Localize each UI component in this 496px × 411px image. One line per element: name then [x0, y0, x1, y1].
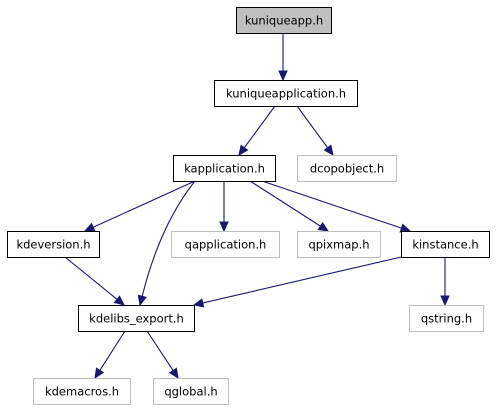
- edge-kuniqueapplication-to-dcopobject: [296, 105, 334, 156]
- edge-kapplication-to-kinstance: [261, 180, 412, 233]
- node-kdeversion[interactable]: kdeversion.h: [7, 231, 100, 258]
- edge-kdelibs_export-to-qglobal: [146, 330, 179, 380]
- node-box: [409, 305, 484, 332]
- node-kuniqueapplication[interactable]: kuniqueapplication.h: [214, 80, 358, 107]
- node-qpixmap[interactable]: qpixmap.h: [297, 231, 381, 258]
- edge-line: [296, 105, 329, 149]
- node-label: kinstance.h: [412, 238, 478, 252]
- nodes-layer: kuniqueapp.h kuniqueapplication.h kapplica…: [7, 7, 490, 405]
- arrowhead-icon: [238, 144, 249, 156]
- arrowhead-icon: [399, 223, 412, 233]
- node-box: [297, 155, 397, 182]
- node-label: qapplication.h: [185, 238, 267, 252]
- node-box: [171, 231, 280, 258]
- node-label: qstring.h: [421, 312, 472, 326]
- arrowhead-icon: [113, 295, 125, 306]
- node-box: [173, 155, 276, 182]
- edge-line: [261, 180, 402, 229]
- node-box: [214, 80, 358, 107]
- node-box: [7, 231, 100, 258]
- edge-line: [243, 105, 276, 149]
- node-dcopobject[interactable]: dcopobject.h: [297, 155, 397, 182]
- edge-kinstance-to-kdelibs_export: [192, 254, 411, 308]
- edge-line: [202, 254, 411, 304]
- edge-kapplication-to-kdelibs_export: [137, 180, 196, 307]
- edge-kapplication-to-qapplication: [219, 181, 229, 233]
- edges-layer: [64, 33, 450, 380]
- node-kdemacros[interactable]: kdemacros.h: [33, 378, 131, 405]
- arrowhead-icon: [192, 298, 205, 308]
- edge-kuniqueapplication-to-kapplication: [238, 105, 276, 156]
- edge-kapplication-to-kdeversion: [83, 180, 196, 232]
- node-kinstance[interactable]: kinstance.h: [401, 231, 490, 258]
- edge-kdeversion-to-kdelibs_export: [64, 256, 125, 306]
- arrowhead-icon: [219, 221, 229, 233]
- node-label: kuniqueapp.h: [245, 14, 323, 28]
- node-label: kdelibs_export.h: [89, 312, 184, 326]
- node-box: [401, 231, 490, 258]
- node-box: [33, 378, 131, 405]
- arrowhead-icon: [137, 294, 147, 307]
- edge-kuniqueapp-to-kuniqueapplication: [278, 33, 288, 82]
- node-kapplication[interactable]: kapplication.h: [173, 155, 276, 182]
- node-label: qpixmap.h: [308, 238, 369, 252]
- node-qstring[interactable]: qstring.h: [409, 305, 484, 332]
- node-label: kapplication.h: [184, 162, 265, 176]
- edge-kinstance-to-qstring: [440, 257, 450, 307]
- node-kuniqueapp[interactable]: kuniqueapp.h: [236, 7, 332, 34]
- edge-line: [99, 330, 126, 371]
- node-kdelibs_export[interactable]: kdelibs_export.h: [78, 305, 195, 332]
- node-box: [236, 7, 332, 34]
- node-label: kdeversion.h: [16, 238, 90, 252]
- node-box: [297, 231, 381, 258]
- node-qglobal[interactable]: qglobal.h: [153, 378, 229, 405]
- arrowhead-icon: [323, 144, 334, 156]
- node-label: kdemacros.h: [45, 385, 119, 399]
- node-label: kuniqueapplication.h: [226, 87, 346, 101]
- edge-line: [249, 180, 321, 227]
- edge-kapplication-to-qpixmap: [249, 180, 330, 232]
- edge-line: [64, 256, 118, 300]
- node-label: dcopobject.h: [310, 162, 384, 176]
- arrowhead-icon: [317, 221, 330, 232]
- node-qapplication[interactable]: qapplication.h: [171, 231, 280, 258]
- arrowhead-icon: [168, 367, 179, 380]
- edge-line: [146, 330, 174, 371]
- edge-line: [92, 180, 196, 228]
- arrowhead-icon: [278, 70, 288, 82]
- arrowhead-icon: [440, 295, 450, 307]
- node-box: [78, 305, 195, 332]
- edge-kdelibs_export-to-kdemacros: [94, 330, 126, 380]
- node-label: qglobal.h: [164, 385, 217, 399]
- arrowhead-icon: [83, 222, 96, 232]
- node-box: [153, 378, 229, 405]
- arrowhead-icon: [94, 367, 105, 380]
- edge-line: [141, 180, 196, 297]
